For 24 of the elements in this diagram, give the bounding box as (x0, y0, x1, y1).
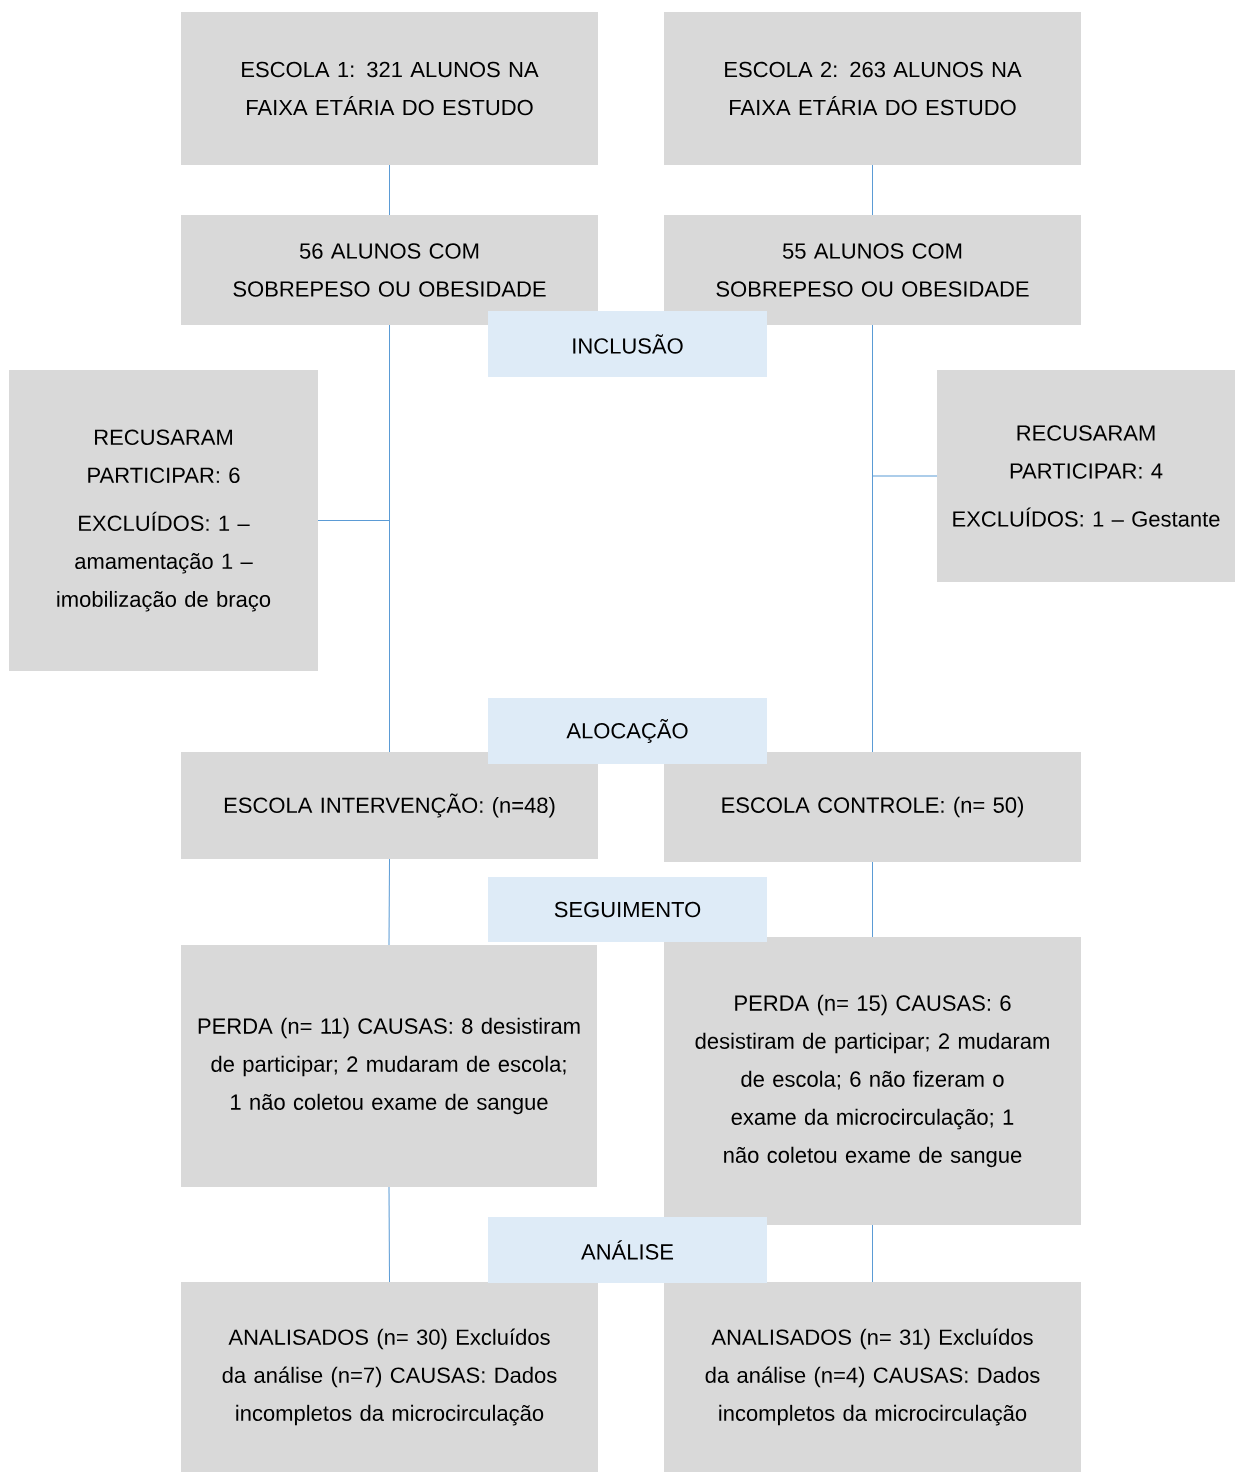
flow-box: RECUSARAM PARTICIPAR: 6 EXCLUÍDOS: 1 – amamentação 1 – imobilização de braço (9, 370, 318, 671)
flow-box: PERDA (n= 15) CAUSAS: 6 desistiram de participar; 2 mudaram de escola; 6 não fizeram o exame da microcirculação; 1 não coletou exame de sangue (664, 937, 1081, 1225)
flow-box: 55 ALUNOS COM SOBREPESO OU OBESIDADE (664, 215, 1081, 325)
connector-line (388, 858, 390, 946)
stage-label: ANÁLISE (488, 1217, 767, 1283)
flow-box: ESCOLA 1: 321 ALUNOS NA FAIXA ETÁRIA DO ESTUDO (181, 12, 598, 165)
flow-box: ESCOLA 2: 263 ALUNOS NA FAIXA ETÁRIA DO ESTUDO (664, 12, 1081, 165)
connector-line (389, 164, 390, 216)
flow-box: ESCOLA INTERVENÇÃO: (n=48) (181, 752, 598, 859)
flow-box: ANALISADOS (n= 30) Excluídos da análise (n=7) CAUSAS: Dados incompletos da microcirculação (181, 1282, 598, 1472)
stage-label: SEGUIMENTO (488, 877, 767, 942)
connector-line (388, 1186, 390, 1283)
connector-line (872, 164, 873, 216)
flow-box: 56 ALUNOS COM SOBREPESO OU OBESIDADE (181, 215, 598, 325)
stage-label: INCLUSÃO (488, 311, 767, 377)
flow-box: ANALISADOS (n= 31) Excluídos da análise (n=4) CAUSAS: Dados incompletos da microcirculação (664, 1282, 1081, 1472)
connector-line (872, 1224, 873, 1283)
flow-box: RECUSARAM PARTICIPAR: 4 EXCLUÍDOS: 1 – Gestante (937, 370, 1235, 582)
flow-box: PERDA (n= 11) CAUSAS: 8 desistiram de participar; 2 mudaram de escola; 1 não coletou exame de sangue (181, 945, 597, 1187)
stage-label: ALOCAÇÃO (488, 698, 767, 764)
flow-box: ESCOLA CONTROLE: (n= 50) (664, 752, 1081, 862)
connector-line (872, 861, 873, 938)
connector-line (872, 324, 873, 753)
connector-line (389, 324, 390, 753)
